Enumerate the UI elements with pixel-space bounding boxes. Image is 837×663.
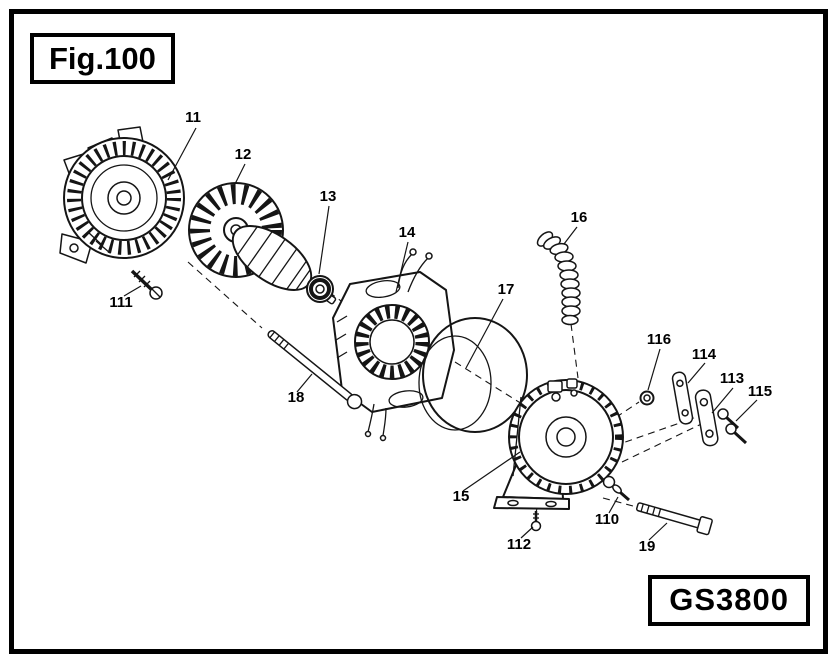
page-border xyxy=(9,9,828,654)
part-112-screw xyxy=(530,511,542,532)
part-19-bolt xyxy=(635,502,713,536)
part-label-110: 110 xyxy=(595,511,619,528)
part-111-screw xyxy=(130,269,163,300)
part-115-screws xyxy=(717,408,748,445)
part-label-114: 114 xyxy=(692,346,717,363)
part-label-18: 18 xyxy=(288,389,305,406)
part-label-11: 11 xyxy=(185,109,201,126)
part-11-rear-cover xyxy=(59,126,185,264)
part-label-111: 111 xyxy=(109,294,132,311)
part-label-116: 116 xyxy=(647,331,671,348)
figure-title: Fig.100 xyxy=(30,33,175,85)
part-label-12: 12 xyxy=(235,146,252,163)
part-label-19: 19 xyxy=(639,538,656,555)
leader-lines xyxy=(123,127,758,541)
part-labels: 11 12 13 14 15 16 17 18 19 110 111 112 1… xyxy=(109,109,772,555)
part-label-115: 115 xyxy=(748,383,772,400)
model-number: GS3800 xyxy=(648,575,810,626)
part-13-bearing xyxy=(306,275,334,303)
part-113-bracket xyxy=(694,389,719,447)
part-15-front-cover xyxy=(493,378,624,510)
part-label-113: 113 xyxy=(720,370,744,387)
part-116-nut xyxy=(639,390,655,406)
part-114-plate xyxy=(671,371,694,425)
part-label-112: 112 xyxy=(507,536,531,553)
part-label-16: 16 xyxy=(571,209,588,226)
part-label-17: 17 xyxy=(498,281,515,298)
part-16-flexible-conduit xyxy=(536,231,581,326)
part-110-screw xyxy=(602,475,630,502)
assembly-axis-lines xyxy=(187,261,719,513)
part-17-band-cover xyxy=(418,317,528,433)
part-label-14: 14 xyxy=(399,224,416,241)
part-label-13: 13 xyxy=(320,188,337,205)
part-label-15: 15 xyxy=(453,488,470,505)
part-18-through-bolt xyxy=(267,330,363,410)
